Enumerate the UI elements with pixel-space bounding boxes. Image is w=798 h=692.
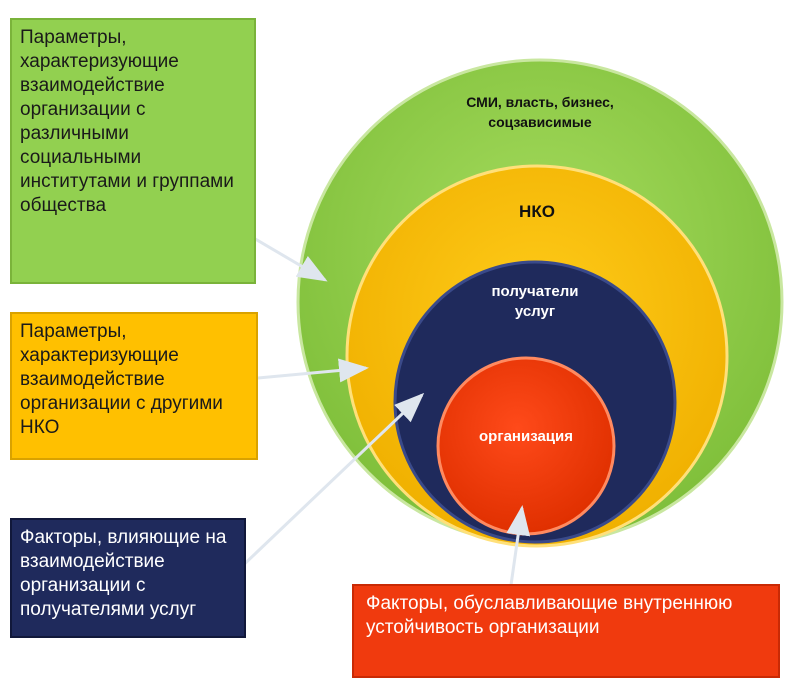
yellow-description-box: Параметры, характеризующие взаимодействи… <box>10 312 258 460</box>
green-description-box: Параметры, характеризующие взаимодействи… <box>10 18 256 284</box>
red-description-box: Факторы, обуславливающие внутреннюю усто… <box>352 584 780 678</box>
outer-circle-label: СМИ, власть, бизнес, соцзависимые <box>466 94 614 130</box>
nko-circle-label: НКО <box>519 202 555 221</box>
organization-circle-label: организация <box>479 428 573 445</box>
arrow-red <box>506 505 531 593</box>
organization-circle <box>436 356 616 536</box>
recipients-circle-label: получатели услуг <box>491 283 579 320</box>
navy-description-box: Факторы, влияющие на взаимодействие орга… <box>10 518 246 638</box>
arrow-navy <box>234 392 425 574</box>
